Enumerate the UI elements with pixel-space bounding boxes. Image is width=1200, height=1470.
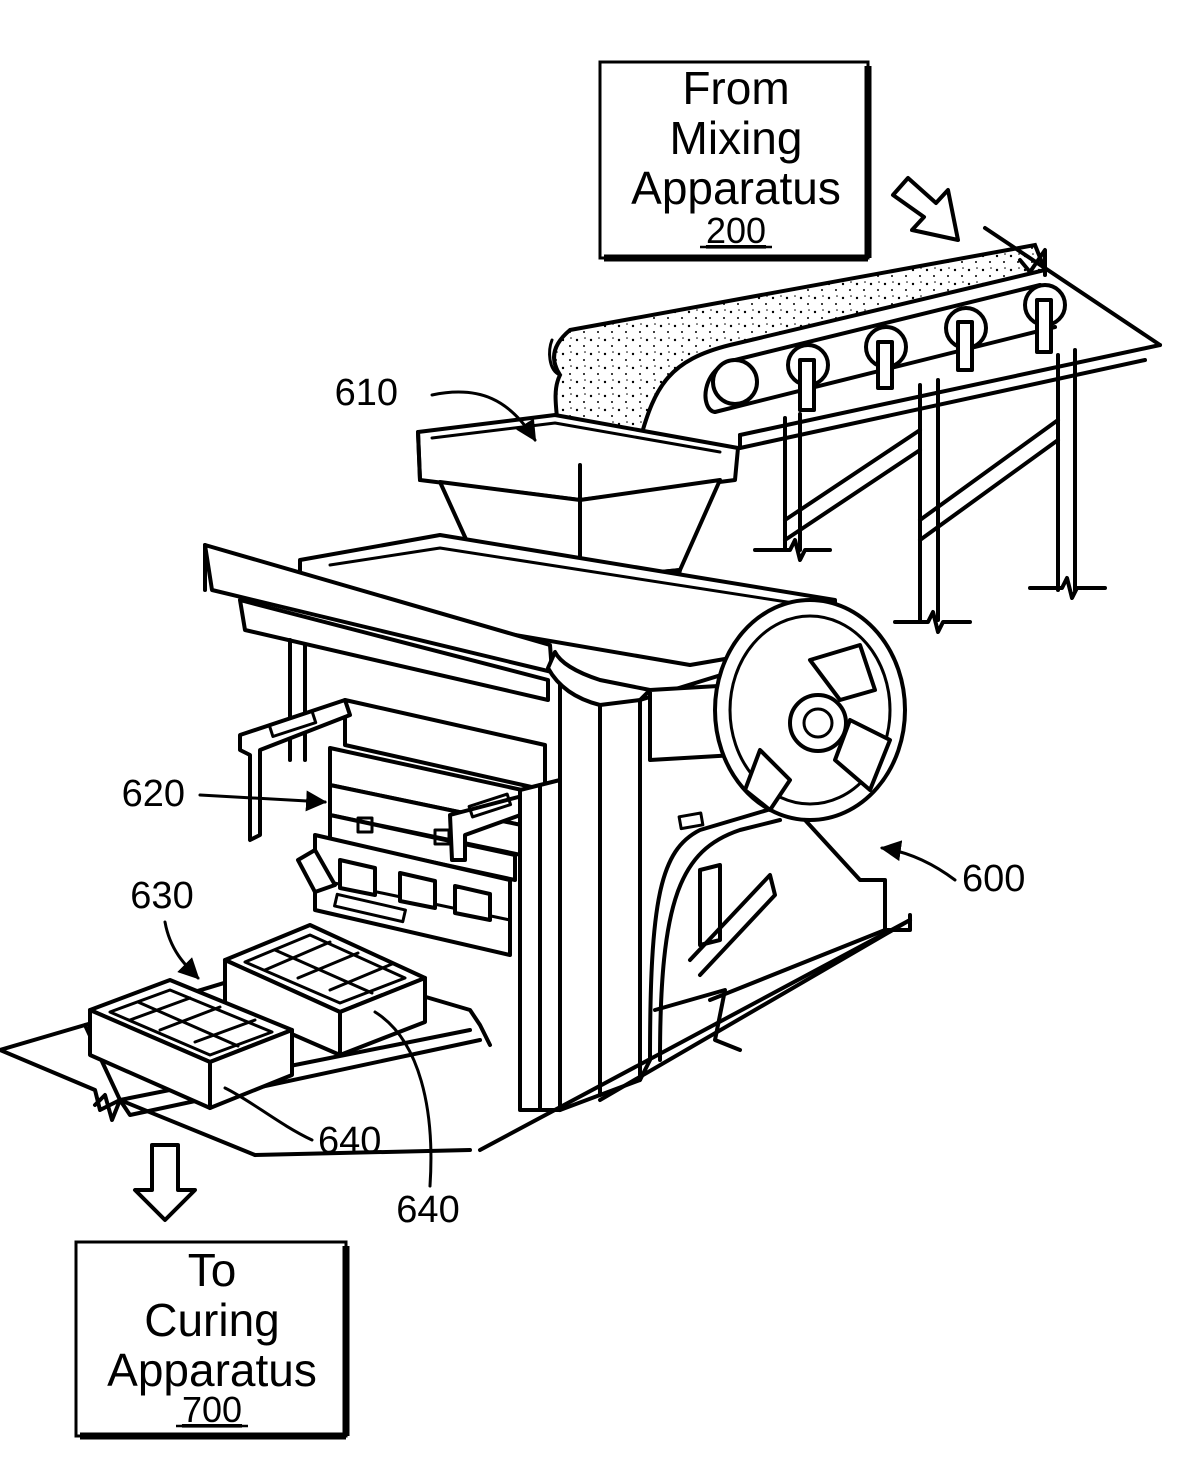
label-block-front: 640 — [318, 1120, 381, 1162]
outflow-arrow — [133, 1143, 197, 1222]
dest-box-line-1: To — [188, 1244, 237, 1296]
label-620: 620 — [122, 773, 328, 815]
label-mold: 620 — [122, 773, 185, 815]
label-tray: 630 — [130, 875, 193, 917]
inflow-arrow — [891, 176, 960, 242]
block-tray-front — [88, 978, 294, 1110]
source-box: From Mixing Apparatus 200 — [598, 60, 872, 262]
source-box-line-2: Mixing — [670, 112, 803, 164]
dest-box: To Curing Apparatus 700 — [74, 1240, 350, 1440]
conveyor-rollers — [711, 283, 1067, 412]
dest-box-line-3: Apparatus — [107, 1344, 317, 1396]
source-box-line-3: Apparatus — [631, 162, 841, 214]
label-640-back: 640 — [373, 1010, 460, 1231]
dest-box-line-2: Curing — [144, 1294, 280, 1346]
source-box-line-1: From — [682, 62, 789, 114]
source-box-number: 200 — [706, 210, 766, 251]
label-640-front: 640 — [223, 1086, 381, 1162]
dest-box-number: 700 — [182, 1389, 242, 1430]
label-hopper: 610 — [335, 372, 398, 414]
label-block-back: 640 — [396, 1189, 459, 1231]
label-machine: 600 — [962, 858, 1025, 900]
label-610: 610 — [335, 372, 537, 442]
conveyor — [703, 226, 1162, 634]
label-630: 630 — [130, 875, 200, 980]
machine — [203, 533, 912, 1152]
label-600: 600 — [879, 840, 1025, 900]
